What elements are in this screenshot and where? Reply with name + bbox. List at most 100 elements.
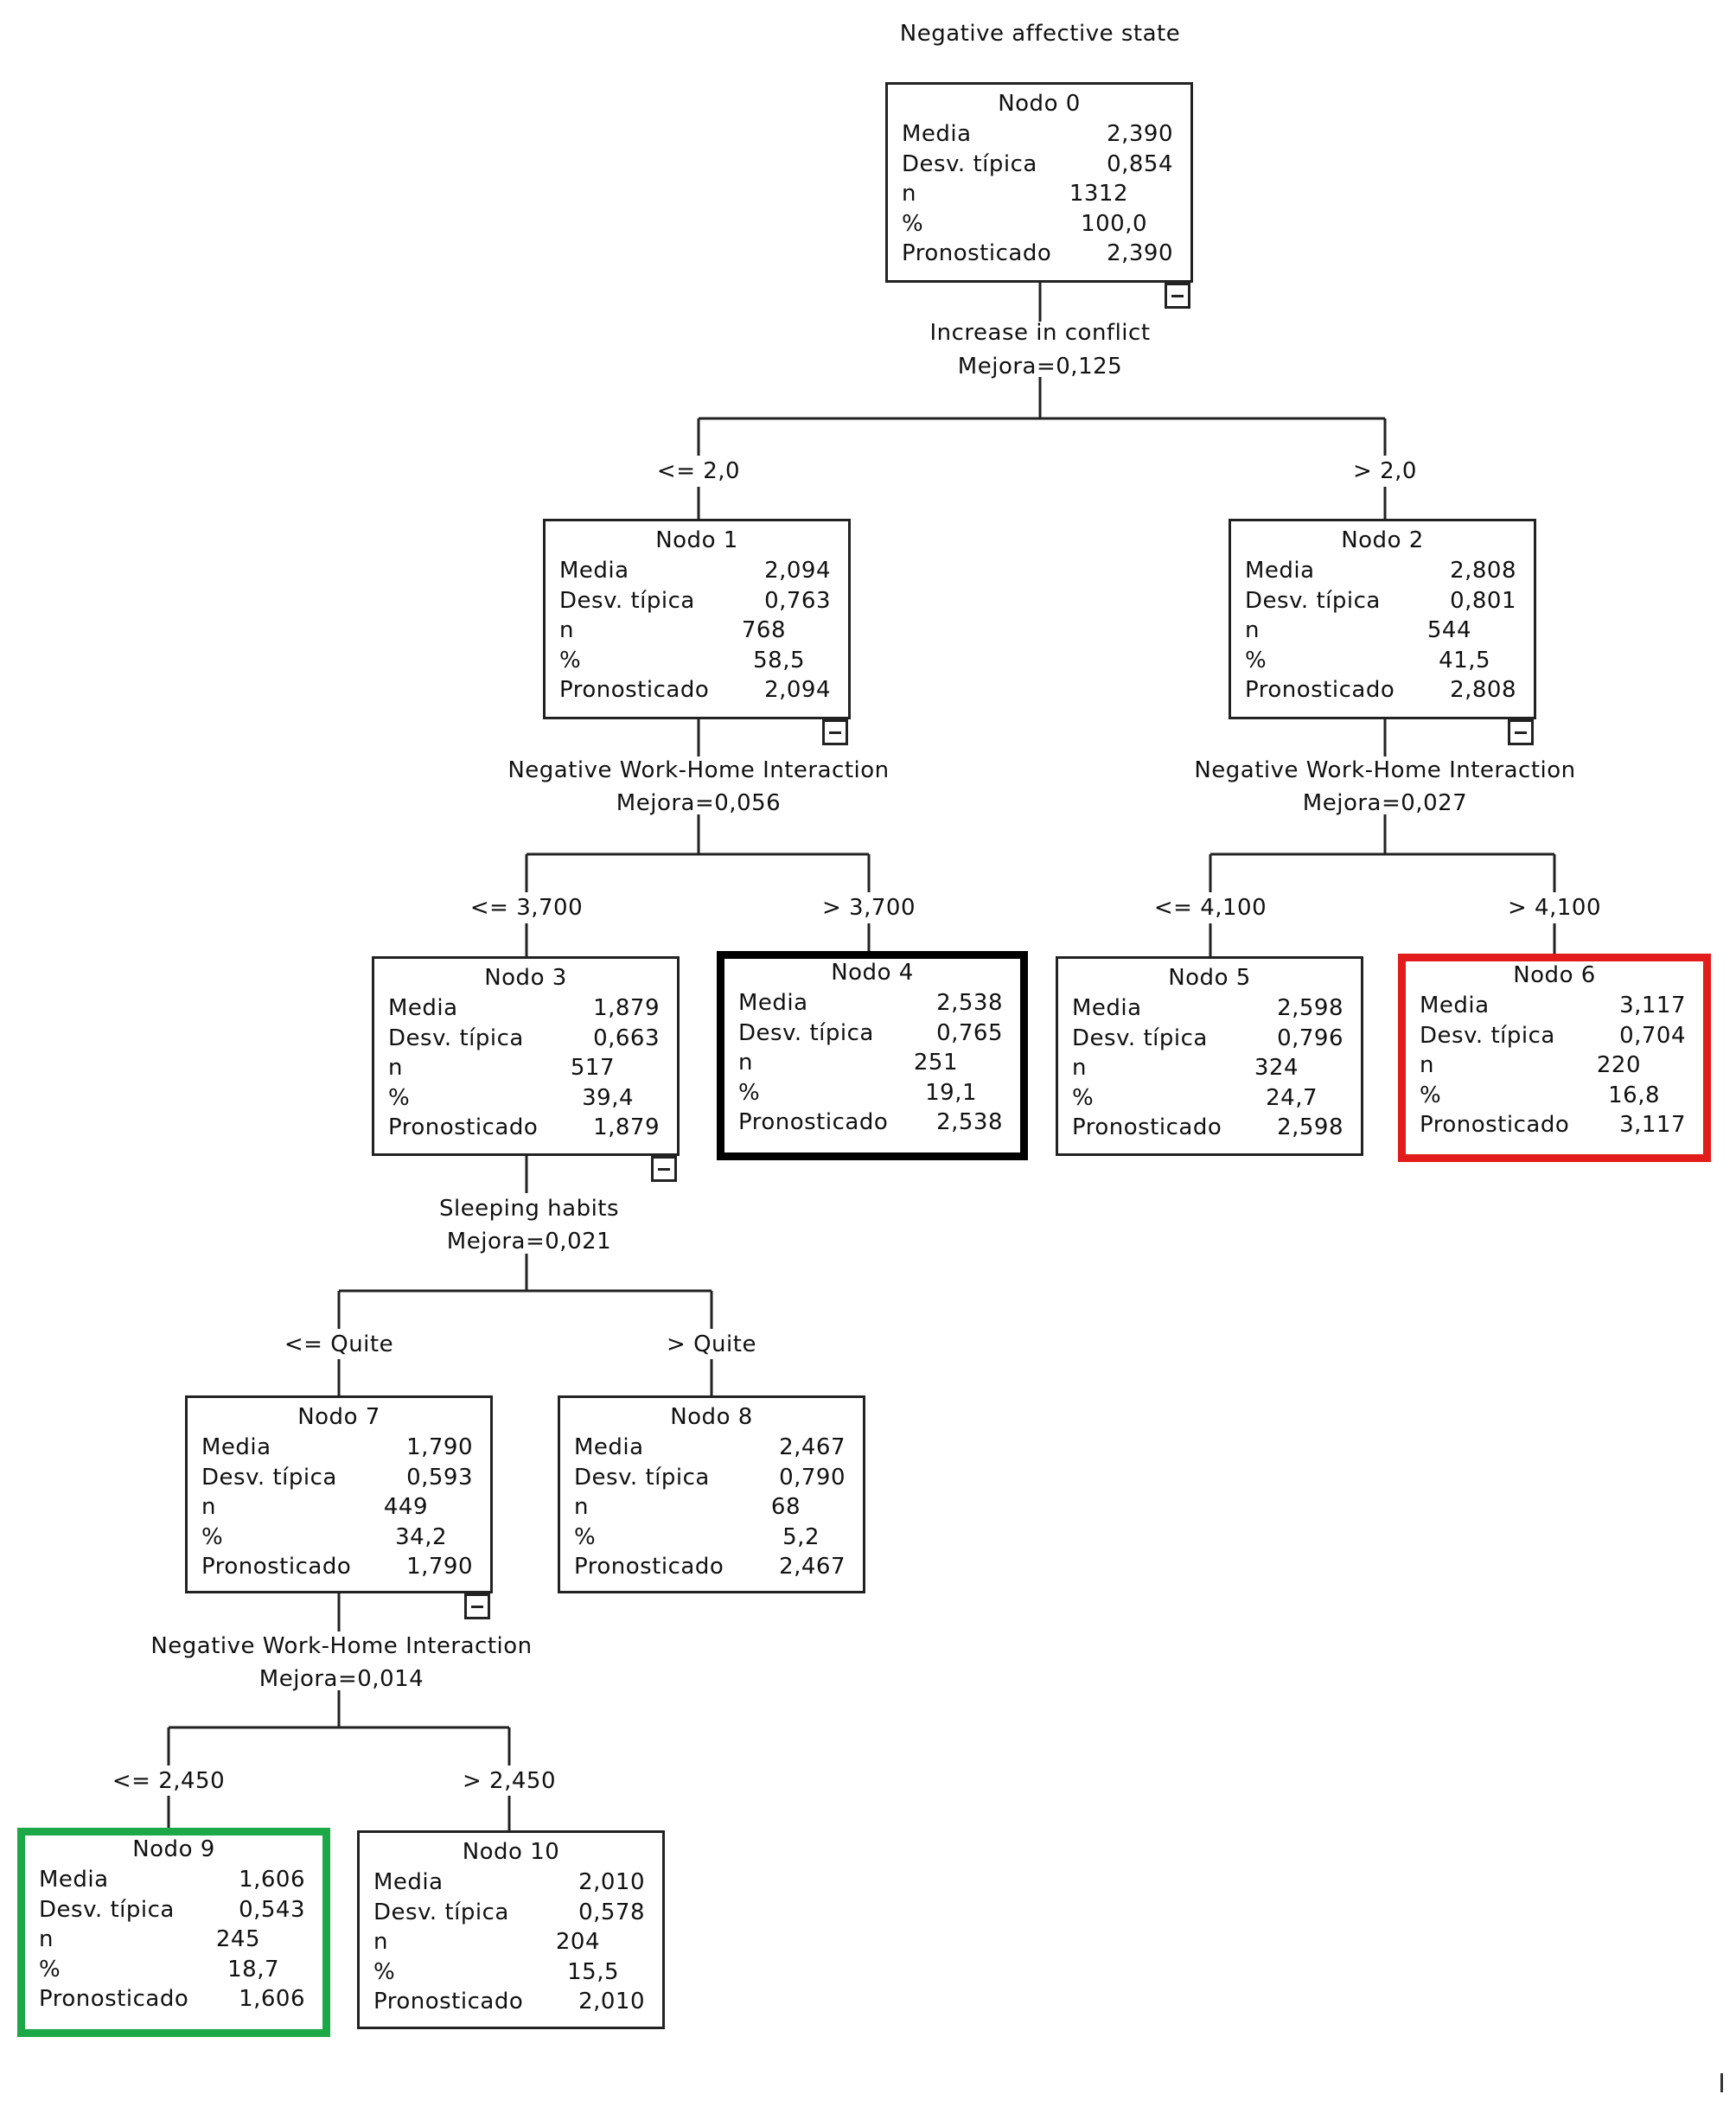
stat-value: 204 [555,1929,600,1955]
node-stat-row: %15,5 [360,1957,662,1988]
stat-label: Desv. típica [1420,1022,1555,1049]
branch-label: <= 2,450 [112,1768,226,1794]
node-title: Nodo 1 [655,527,738,553]
stat-label: Desv. típica [738,1019,874,1046]
stat-value: 0,854 [1107,150,1173,177]
stat-value: 0,765 [936,1019,1003,1046]
collapse-node-2-button[interactable] [1508,719,1534,745]
stat-label: Media [1072,995,1142,1021]
stat-value: 2,390 [1107,240,1173,266]
collapse-node-7-button[interactable] [464,1593,490,1619]
split-variable: Increase in conflict [929,320,1151,346]
stat-value: 0,801 [1450,587,1516,614]
stat-value: 449 [383,1494,428,1520]
stat-value: 0,663 [593,1025,660,1051]
stat-value: 2,467 [779,1434,846,1460]
collapse-node-3-button[interactable] [651,1156,677,1182]
stat-label: Pronosticado [1420,1112,1570,1138]
node-stat-row: %41,5 [1231,646,1534,676]
stat-label: Desv. típica [39,1896,175,1923]
stat-value: 0,593 [406,1464,473,1491]
stat-value: 68 [770,1494,801,1520]
stat-value: 2,094 [764,558,831,584]
split-variable: Negative Work-Home Interaction [507,757,890,783]
stat-label: Media [1245,558,1315,584]
node-stat-row: %16,8 [1406,1081,1703,1111]
stat-label: % [902,210,924,237]
stat-value: 39,4 [582,1084,634,1111]
branch-label: > 2,450 [463,1768,556,1794]
node-stat-row: %34,2 [188,1523,490,1553]
node-stat-row: %18,7 [25,1955,322,1985]
collapse-node-1-button[interactable] [822,719,848,745]
stat-value: 1,606 [239,1986,305,2012]
stat-value: 2,538 [936,1109,1003,1135]
stat-label: Desv. típica [201,1464,337,1491]
stat-label: Pronosticado [373,1989,524,2014]
node-stat-row: %5,2 [560,1523,863,1553]
stat-value: 58,5 [753,647,805,674]
stat-label: Desv. típica [559,587,695,614]
split-improvement: Mejora=0,014 [258,1666,424,1692]
stat-value: 2,010 [578,1989,645,2014]
stat-label: Pronosticado [559,677,710,703]
stat-value: 2,808 [1450,677,1516,703]
stat-label: Media [373,1869,444,1895]
split-improvement: Mejora=0,021 [446,1229,612,1255]
stat-label: % [1072,1084,1095,1111]
node-title: Nodo 3 [484,965,567,991]
stat-label: n [559,617,574,643]
stat-label: n [902,181,916,207]
stat-value: 0,790 [779,1464,846,1491]
node-title: Nodo 2 [1341,527,1424,553]
branch-label: > 2,0 [1353,458,1417,484]
stat-label: n [738,1050,753,1076]
stat-label: Pronosticado [201,1554,352,1580]
stat-value: 220 [1596,1052,1641,1078]
node-stat-row: Desv. típica 0,593 [188,1463,490,1493]
stat-label: Media [39,1867,109,1893]
collapse-node-0-button[interactable] [1165,283,1190,309]
stat-value: 1,879 [593,995,660,1021]
split-variable: Sleeping habits [438,1196,620,1222]
